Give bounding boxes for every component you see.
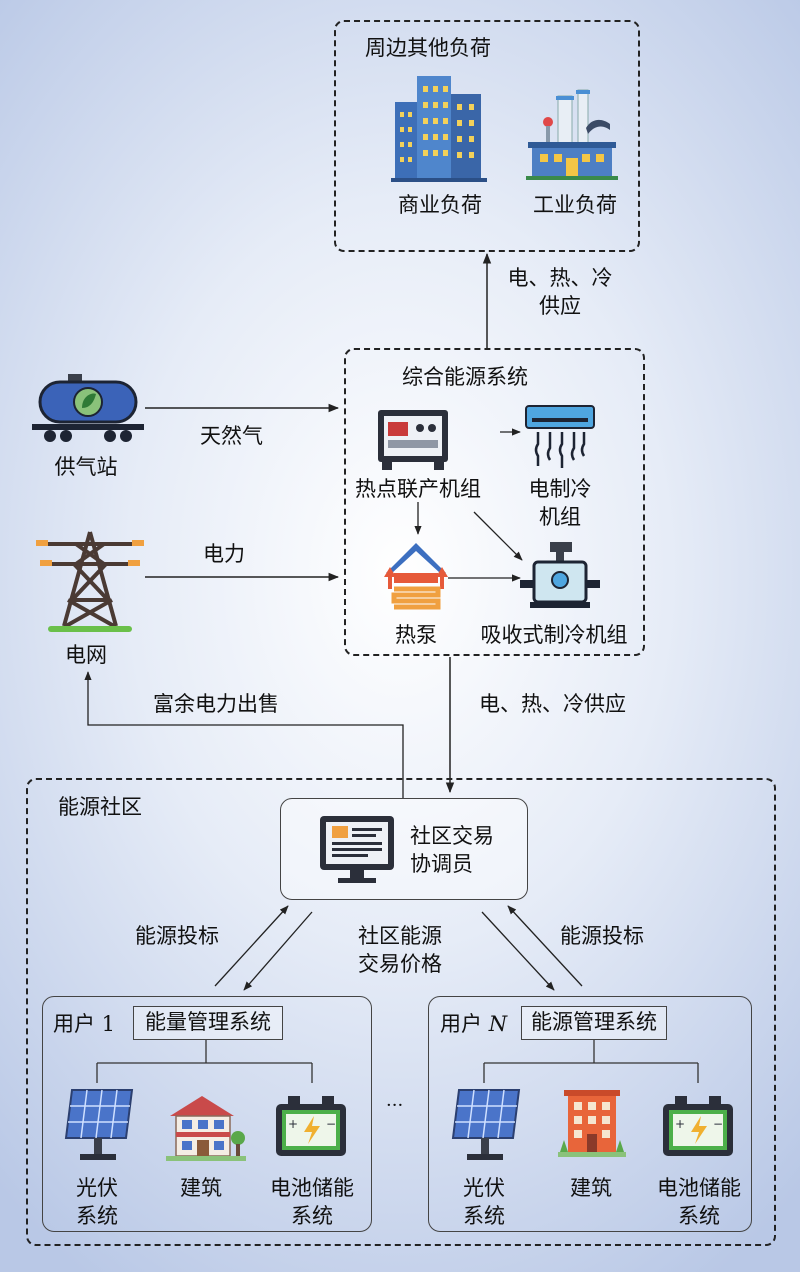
userN-name-prefix: 用户 xyxy=(440,1012,489,1036)
surrounding-loads-group xyxy=(334,20,640,252)
userN-name: 用户 N xyxy=(440,1010,507,1038)
natural-gas-label: 天然气 xyxy=(200,424,263,448)
userN-name-var: N xyxy=(488,1012,508,1036)
user1-battery-icon: + − xyxy=(276,1096,346,1156)
user1-ems-label: 能量管理系统 xyxy=(145,1010,271,1034)
userN-ems-box xyxy=(521,1006,667,1040)
user1-battery-label: 电池储能 系统 xyxy=(270,1176,354,1229)
integrated-energy-system-group xyxy=(344,348,645,656)
coordinator-label: 社区交易 协调员 xyxy=(410,824,494,877)
userN-apartment-icon xyxy=(558,1090,626,1157)
heat-pump-label: 热泵 xyxy=(395,623,437,647)
user1-group xyxy=(42,996,372,1232)
surplus-sale-label: 富余电力出售 xyxy=(153,692,279,716)
user1-solar-panel-icon xyxy=(64,1089,134,1160)
absorption-chiller-icon xyxy=(520,542,600,608)
transmission-tower-icon xyxy=(36,531,144,632)
electric-chiller-label: 电制冷 机组 xyxy=(528,477,592,530)
user1-name: 用户 1 xyxy=(53,1012,116,1036)
factory-icon xyxy=(526,89,618,180)
energy-community-group xyxy=(26,778,776,1246)
commercial-load-label: 商业负荷 xyxy=(398,193,482,217)
userN-pv-label: 光伏 系统 xyxy=(463,1176,505,1229)
absorption-chiller-label: 吸收式制冷机组 xyxy=(480,623,628,647)
supply-mid-label: 电、热、冷供应 xyxy=(479,692,626,716)
chp-label: 热点联产机组 xyxy=(355,477,481,501)
community-title: 能源社区 xyxy=(58,795,142,819)
grid-label: 电网 xyxy=(65,643,107,667)
supply-top-label: 电、热、冷 供应 xyxy=(507,266,613,319)
heat-pump-icon xyxy=(384,543,448,610)
user1-building-label: 建筑 xyxy=(180,1176,222,1200)
surrounding-loads-title: 周边其他负荷 xyxy=(365,36,491,60)
svg-text:+: + xyxy=(675,1117,685,1131)
industrial-load-label: 工业负荷 xyxy=(533,193,617,217)
users-ellipsis: ··· xyxy=(386,1095,404,1116)
gas-station-label: 供气站 xyxy=(54,455,118,479)
userN-battery-icon: + − xyxy=(663,1096,733,1156)
user1-house-icon xyxy=(166,1096,246,1161)
svg-text:−: − xyxy=(326,1117,336,1131)
userN-ems-label: 能源管理系统 xyxy=(531,1010,657,1034)
userN-battery-label: 电池储能 系统 xyxy=(657,1176,741,1229)
gas-tanker-icon xyxy=(32,374,144,442)
user1-ems-box xyxy=(133,1006,283,1040)
userN-solar-panel-icon xyxy=(451,1089,521,1160)
userN-group xyxy=(428,996,752,1232)
bid-right-label: 能源投标 xyxy=(560,924,644,948)
userN-building-label: 建筑 xyxy=(570,1176,612,1200)
electric-chiller-icon xyxy=(525,405,595,468)
bid-left-label: 能源投标 xyxy=(135,924,219,948)
ies-title: 综合能源系统 xyxy=(402,365,528,389)
svg-text:+: + xyxy=(288,1117,298,1131)
trade-price-label: 社区能源 交易价格 xyxy=(358,924,442,977)
commercial-building-icon xyxy=(391,76,487,182)
user1-pv-label: 光伏 系统 xyxy=(76,1176,118,1229)
svg-text:−: − xyxy=(713,1117,723,1131)
trading-monitor-icon xyxy=(320,816,394,883)
chp-generator-icon xyxy=(378,410,448,470)
power-label: 电力 xyxy=(203,542,245,566)
